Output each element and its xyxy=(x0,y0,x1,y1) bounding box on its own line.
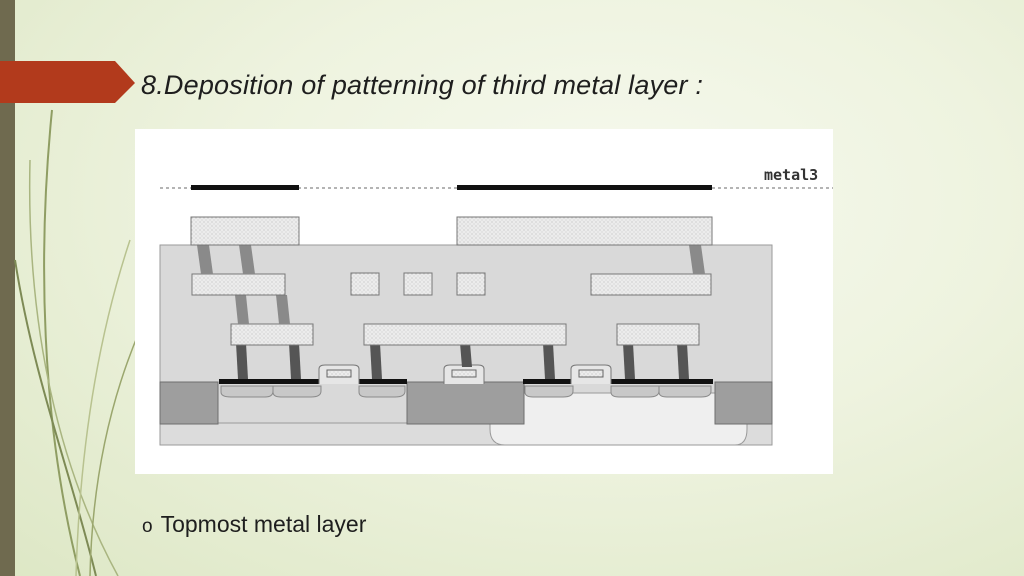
cross-section-diagram xyxy=(159,185,833,446)
title-arrow-marker xyxy=(0,61,135,103)
cmos-cross-section-figure: metal3 xyxy=(135,129,833,474)
decorative-grass-lines xyxy=(14,109,141,576)
bullet-text: Topmost metal layer xyxy=(160,511,367,537)
left-accent-bar xyxy=(0,0,15,576)
bullet-marker: o xyxy=(142,516,153,537)
slide-title: 8.Deposition of patterning of third meta… xyxy=(141,70,704,100)
metal3-label: metal3 xyxy=(764,166,819,184)
bullet-list-item: o Topmost metal layer xyxy=(142,511,366,538)
